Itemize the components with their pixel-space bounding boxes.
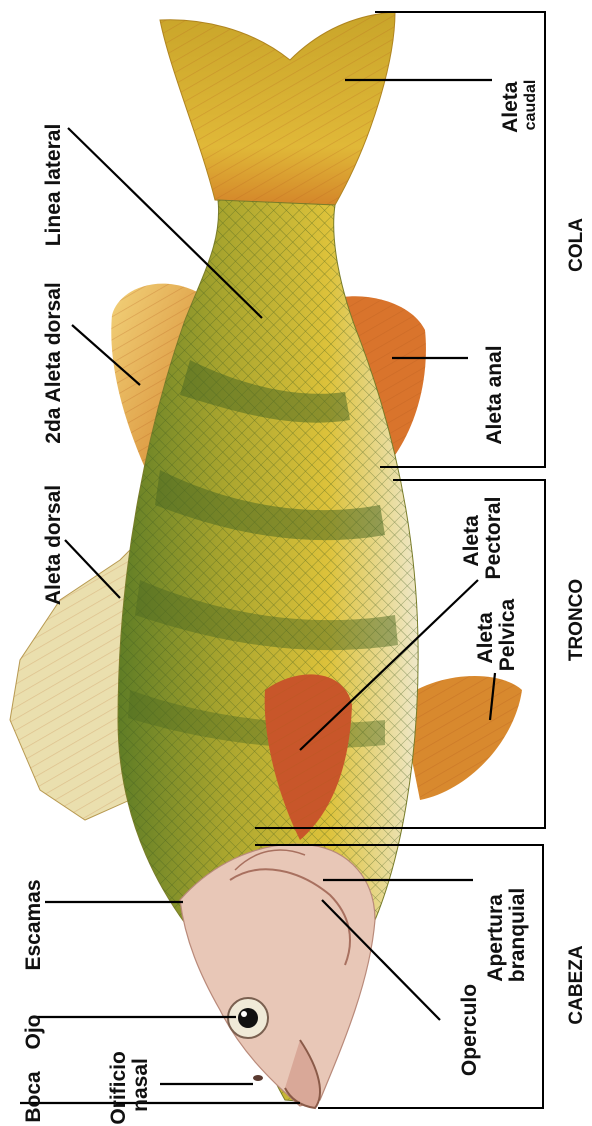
- label-segunda-aleta-dorsal: 2da Aleta dorsal: [42, 282, 65, 443]
- fish-head: [180, 844, 375, 1106]
- label-escamas: Escamas: [22, 879, 45, 970]
- label-aleta-pelvica: Aleta Pelvica: [474, 598, 519, 671]
- label-apertura-branquial: Apertura branquial: [484, 888, 529, 983]
- label-aleta-caudal: Aleta caudal: [499, 77, 539, 133]
- section-cabeza: CABEZA: [566, 945, 587, 1024]
- label-linea-lateral: Linea lateral: [42, 124, 65, 247]
- section-tronco: TRONCO: [566, 579, 587, 661]
- label-ojo: Ojo: [22, 1015, 45, 1050]
- label-aleta-anal: Aleta anal: [483, 345, 506, 444]
- label-boca: Boca: [22, 1071, 45, 1123]
- fish-illustration: [10, 12, 522, 1108]
- fish-pupil: [238, 1008, 258, 1028]
- section-cola: COLA: [566, 218, 587, 272]
- label-aleta-dorsal: Aleta dorsal: [42, 485, 65, 605]
- label-orificio-nasal: Orificio nasal: [107, 1045, 152, 1124]
- label-operculo: Operculo: [458, 984, 481, 1076]
- label-aleta-pectoral: Aleta Pectoral: [460, 497, 505, 580]
- fish-nostril: [253, 1075, 263, 1081]
